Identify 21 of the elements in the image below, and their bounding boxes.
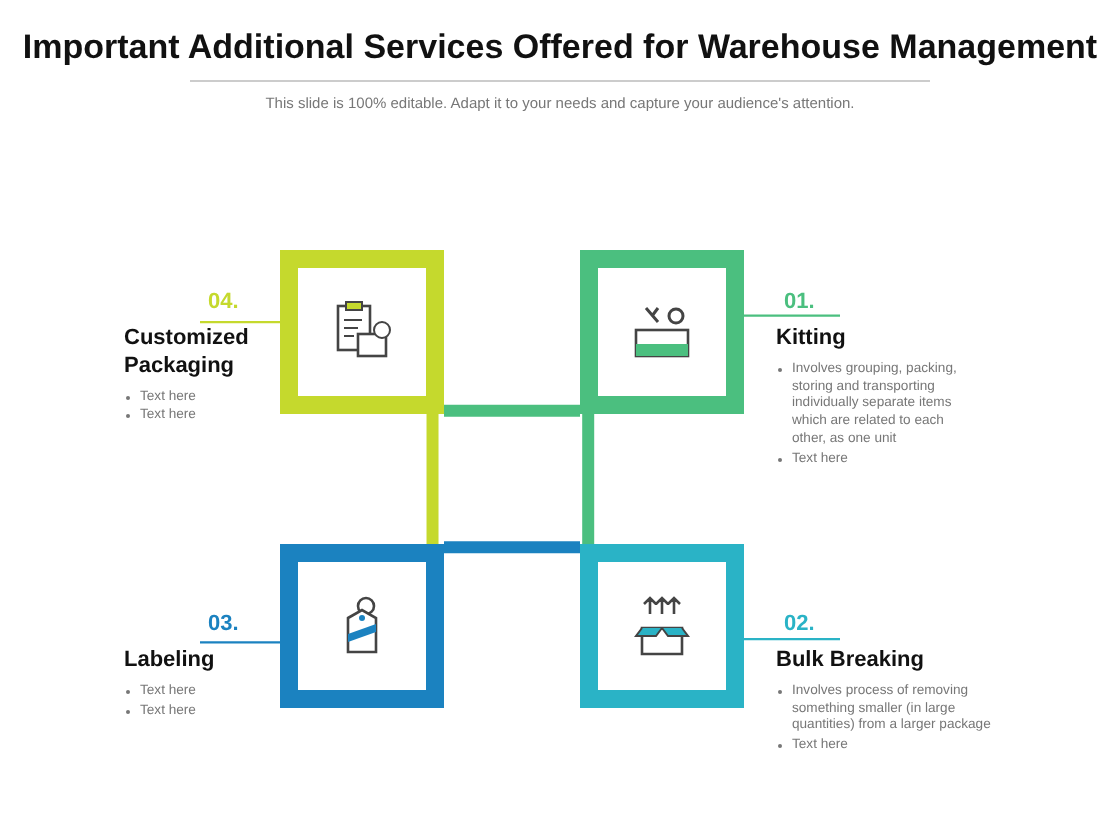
leader-line [200,641,280,644]
leader-line [200,320,280,324]
slide-title: Important Additional Services Offered for Warehouse Management [20,28,1100,68]
square-frame [580,544,744,708]
step-number: 04. [206,290,241,314]
connector-bar [444,541,580,554]
square-frame [280,250,444,414]
leader-line [744,314,840,317]
connector-bar [582,414,595,544]
service-heading: Kitting [776,326,848,354]
service-heading: Bulk Breaking [776,648,926,676]
step-number: 03. [206,612,241,636]
step-number: 02. [782,612,817,636]
connector-bar [444,404,580,417]
service-heading: Customized Packaging [124,326,251,381]
square-frame [580,250,744,414]
square-frame [280,544,444,708]
leader-line [744,637,840,641]
service-heading: Labeling [124,648,217,676]
connector-bar [426,414,439,544]
step-number: 01. [782,290,817,314]
